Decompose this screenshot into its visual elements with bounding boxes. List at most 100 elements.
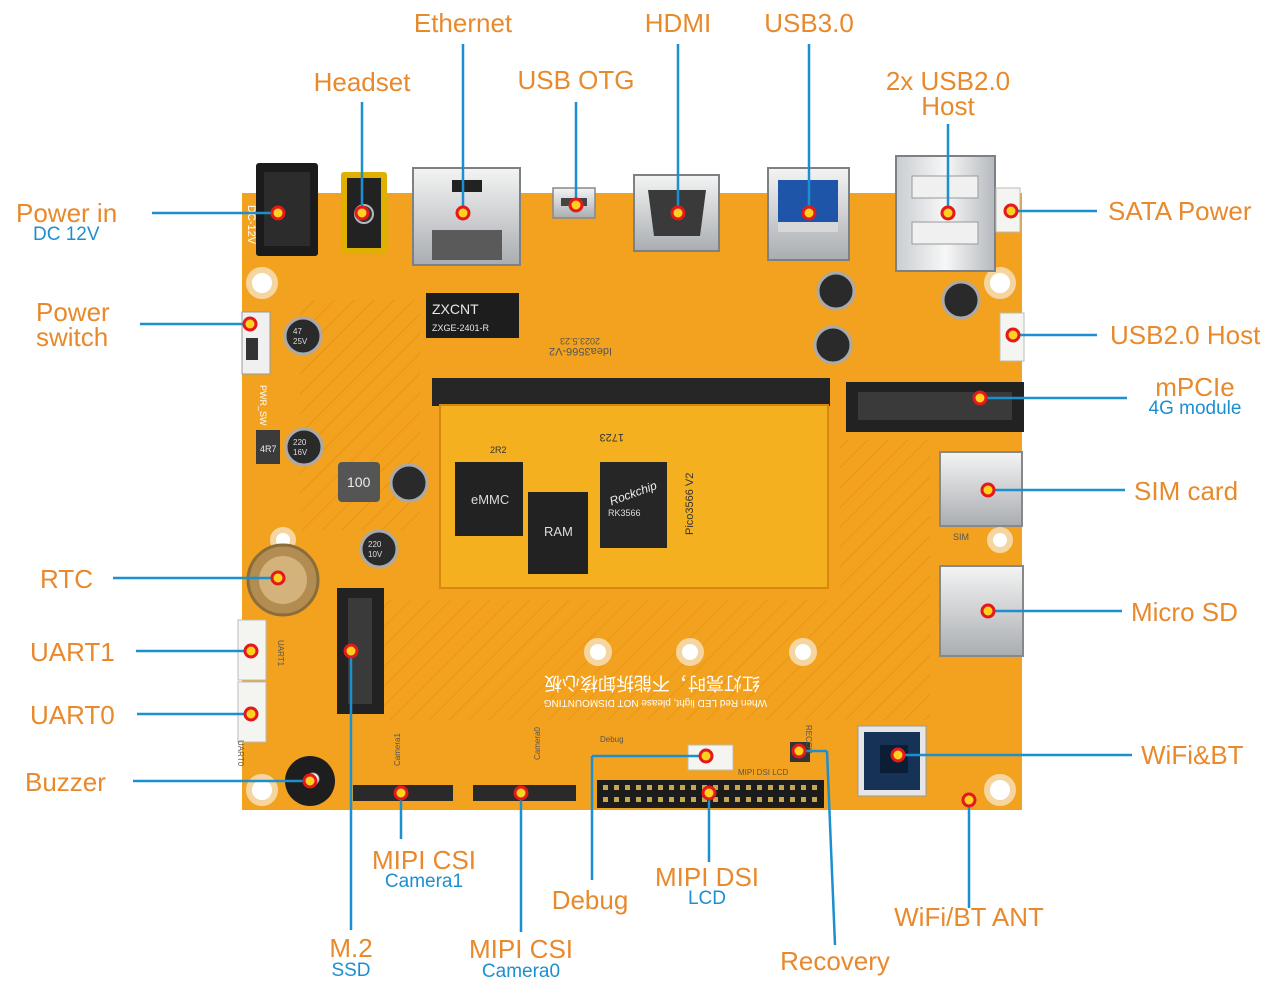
label-mipi-dsi-sub: LCD [687, 888, 727, 909]
label-recovery: Recovery [780, 946, 890, 976]
svg-text:SIM: SIM [953, 532, 969, 542]
svg-text:25V: 25V [293, 337, 308, 346]
svg-text:ZXCNT: ZXCNT [432, 301, 479, 317]
svg-text:RECOV: RECOV [804, 725, 813, 754]
header-pin [647, 785, 652, 790]
som-slot [432, 378, 830, 406]
marker-dot [670, 205, 686, 221]
label-power-switch-line1: Power [36, 297, 110, 327]
header-pin [746, 785, 751, 790]
svg-text:RAM: RAM [544, 524, 573, 539]
marker-dot [343, 643, 359, 659]
header-pin [603, 797, 608, 802]
label-usb3: USB3.0 [764, 8, 854, 38]
label-hdmi: HDMI [644, 8, 712, 38]
label-usb2-host: USB2.0 Host [1110, 320, 1261, 350]
label-mpcie-sub: 4G module [1148, 398, 1242, 419]
header-pin [680, 785, 685, 790]
label-debug: Debug [551, 885, 629, 915]
marker-dot [568, 197, 584, 213]
header-pin [614, 785, 619, 790]
header-pin [691, 785, 696, 790]
label-mipi-csi0: MIPI CSI [468, 934, 574, 964]
header-pin [702, 797, 707, 802]
marker-dot [242, 316, 258, 332]
header-pin [768, 785, 773, 790]
label-sim-card: SIM card [1134, 476, 1239, 506]
svg-text:220: 220 [293, 438, 307, 447]
svg-text:DC-12V: DC-12V [245, 205, 257, 245]
header-pin [636, 785, 641, 790]
label-uart1: UART1 [30, 637, 115, 667]
svg-text:When Red LED light, please NOT: When Red LED light, please NOT DISMOUNTI… [544, 697, 767, 708]
header-pin [625, 785, 630, 790]
header-pin [746, 797, 751, 802]
label-micro-sd: Micro SD [1131, 597, 1238, 627]
label-power-in-sub: DC 12V [33, 224, 100, 245]
header-pin [779, 797, 784, 802]
svg-text:UART0: UART0 [236, 740, 245, 767]
svg-text:PWR_SW: PWR_SW [258, 385, 268, 426]
svg-text:ZXGE-2401-R: ZXGE-2401-R [432, 323, 490, 333]
header-pin [669, 785, 674, 790]
emmc-chip [455, 462, 523, 536]
svg-text:47: 47 [293, 327, 302, 336]
leader-lines [113, 44, 1132, 946]
pcb-traces-right [840, 440, 930, 720]
marker-dot [243, 706, 259, 722]
mounting-holes [246, 267, 1016, 806]
header-pin [724, 785, 729, 790]
svg-text:Idea3566-V2: Idea3566-V2 [549, 345, 612, 357]
header-pin [603, 785, 608, 790]
svg-text:1723: 1723 [600, 431, 624, 443]
dsi-pins [603, 785, 817, 802]
header-pin [691, 797, 696, 802]
svg-text:10V: 10V [368, 550, 383, 559]
marker-dot [1005, 327, 1021, 343]
marker-dot [972, 390, 988, 406]
label-wifi-bt-ant: WiFi/BT ANT [894, 902, 1044, 932]
svg-text:2023.5.23: 2023.5.23 [560, 336, 600, 346]
svg-text:16V: 16V [293, 448, 308, 457]
label-sata-power: SATA Power [1108, 196, 1252, 226]
inductor [338, 462, 380, 502]
label-uart0: UART0 [30, 700, 115, 730]
svg-text:RK3566: RK3566 [608, 508, 641, 518]
svg-text:2R2: 2R2 [490, 445, 507, 455]
svg-text:MIPI DSI LCD: MIPI DSI LCD [738, 768, 788, 777]
marker-dot [980, 603, 996, 619]
svg-text:eMMC: eMMC [471, 492, 509, 507]
label-mipi-csi0-sub: Camera0 [481, 961, 561, 982]
soc-chip [600, 462, 667, 548]
label-usb2x-line2: Host [921, 91, 975, 121]
svg-text:Camera1: Camera1 [393, 733, 402, 766]
header-pin [757, 785, 762, 790]
marker-dot [940, 205, 956, 221]
marker-dot [270, 205, 286, 221]
inductor-small [256, 430, 280, 464]
label-headset: Headset [313, 67, 411, 97]
header-pin [735, 797, 740, 802]
pcb-traces-bottom [380, 600, 840, 720]
label-mipi-csi1: MIPI CSI [371, 845, 477, 875]
header-pin [614, 797, 619, 802]
header-pin [625, 797, 630, 802]
header-pin [790, 797, 795, 802]
header-pin [757, 797, 762, 802]
label-mpcie: mPCIe [1155, 372, 1235, 402]
header-pin [658, 797, 663, 802]
header-pin [713, 797, 718, 802]
marker-dot [961, 792, 977, 808]
header-pin [801, 785, 806, 790]
label-m2-sub: SSD [331, 960, 371, 981]
header-pin [647, 797, 652, 802]
capacitors: 47 25V 220 16V 220 10V [283, 271, 981, 569]
label-power-switch-line2: switch [36, 322, 109, 352]
svg-text:Pico3566 V2: Pico3566 V2 [684, 473, 696, 535]
marker-dot [980, 482, 996, 498]
ram-chip [528, 492, 588, 574]
label-m2: M.2 [329, 933, 373, 963]
label-mipi-csi1-sub: Camera1 [384, 871, 464, 892]
marker-dot [243, 643, 259, 659]
header-pin [779, 785, 784, 790]
